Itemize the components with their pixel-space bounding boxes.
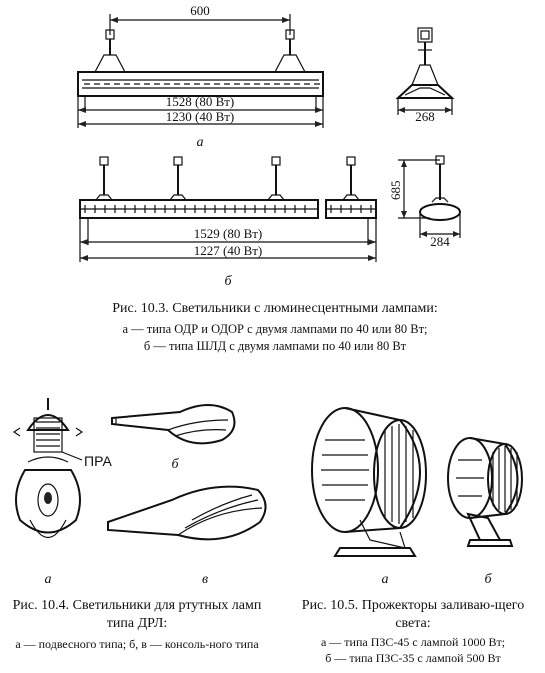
label-b-fig3: б [224, 274, 232, 289]
dim-685: 685 [388, 181, 403, 201]
fig5-caption-title: Рис. 10.5. Прожекторы заливаю-щего света… [301, 598, 525, 631]
label-a-fig4: а [45, 572, 52, 587]
dim-268: 268 [415, 109, 435, 124]
dim-1529: 1529 (80 Вт) [194, 226, 263, 241]
fig3-caption-title: Рис. 10.3. Светильники с люминесцентными… [112, 301, 438, 316]
label-a-fig5: а [382, 572, 389, 587]
label-b-fig4: б [171, 457, 179, 472]
fig4-caption-sub: а — подвесного типа; б, в — консоль-ного… [15, 637, 259, 651]
drl-console-luminaire-b: б [111, 404, 236, 472]
drl-console-luminaire-v: в [107, 485, 267, 587]
floodlight-pzs-45: а [311, 407, 427, 587]
label-b-fig5: б [484, 572, 492, 587]
label-v-fig4: в [202, 572, 208, 587]
odr-luminaire-front-view: 600 1528 (80 Вт) 1230 (40 Вт) а [77, 3, 324, 150]
floodlight-pzs-35: б [447, 437, 523, 587]
fig5-caption-line-a: а — типа ПЗС-45 с лампой 1000 Вт; [320, 635, 506, 649]
dim-1227: 1227 (40 Вт) [194, 243, 263, 258]
dim-1230: 1230 (40 Вт) [166, 109, 235, 124]
dim-1528: 1528 (80 Вт) [166, 94, 235, 109]
fig4-caption-title: Рис. 10.4. Светильники для ртутных ламп … [12, 598, 262, 631]
fig3-caption-line-b: б — типа ШЛД с двумя лампами по 40 или 8… [143, 339, 407, 353]
dim-284: 284 [430, 234, 450, 249]
pra-label: ПРА [84, 453, 112, 469]
label-a-fig3: а [197, 135, 204, 150]
fig5-caption-line-b: б — типа ПЗС-35 с лампой 500 Вт [325, 651, 501, 665]
fig3-caption-line-a: а — типа ОДР и ОДОР с двумя лампами по 4… [122, 322, 428, 336]
dim-600: 600 [190, 3, 210, 18]
shld-luminaire-front-view: 1529 (80 Вт) 1227 (40 Вт) б [79, 156, 377, 289]
drl-pendant-luminaire: ПРА а [12, 398, 112, 587]
shld-luminaire-side-view: 685 284 [388, 155, 461, 249]
odr-luminaire-side-view: 268 [395, 27, 455, 124]
